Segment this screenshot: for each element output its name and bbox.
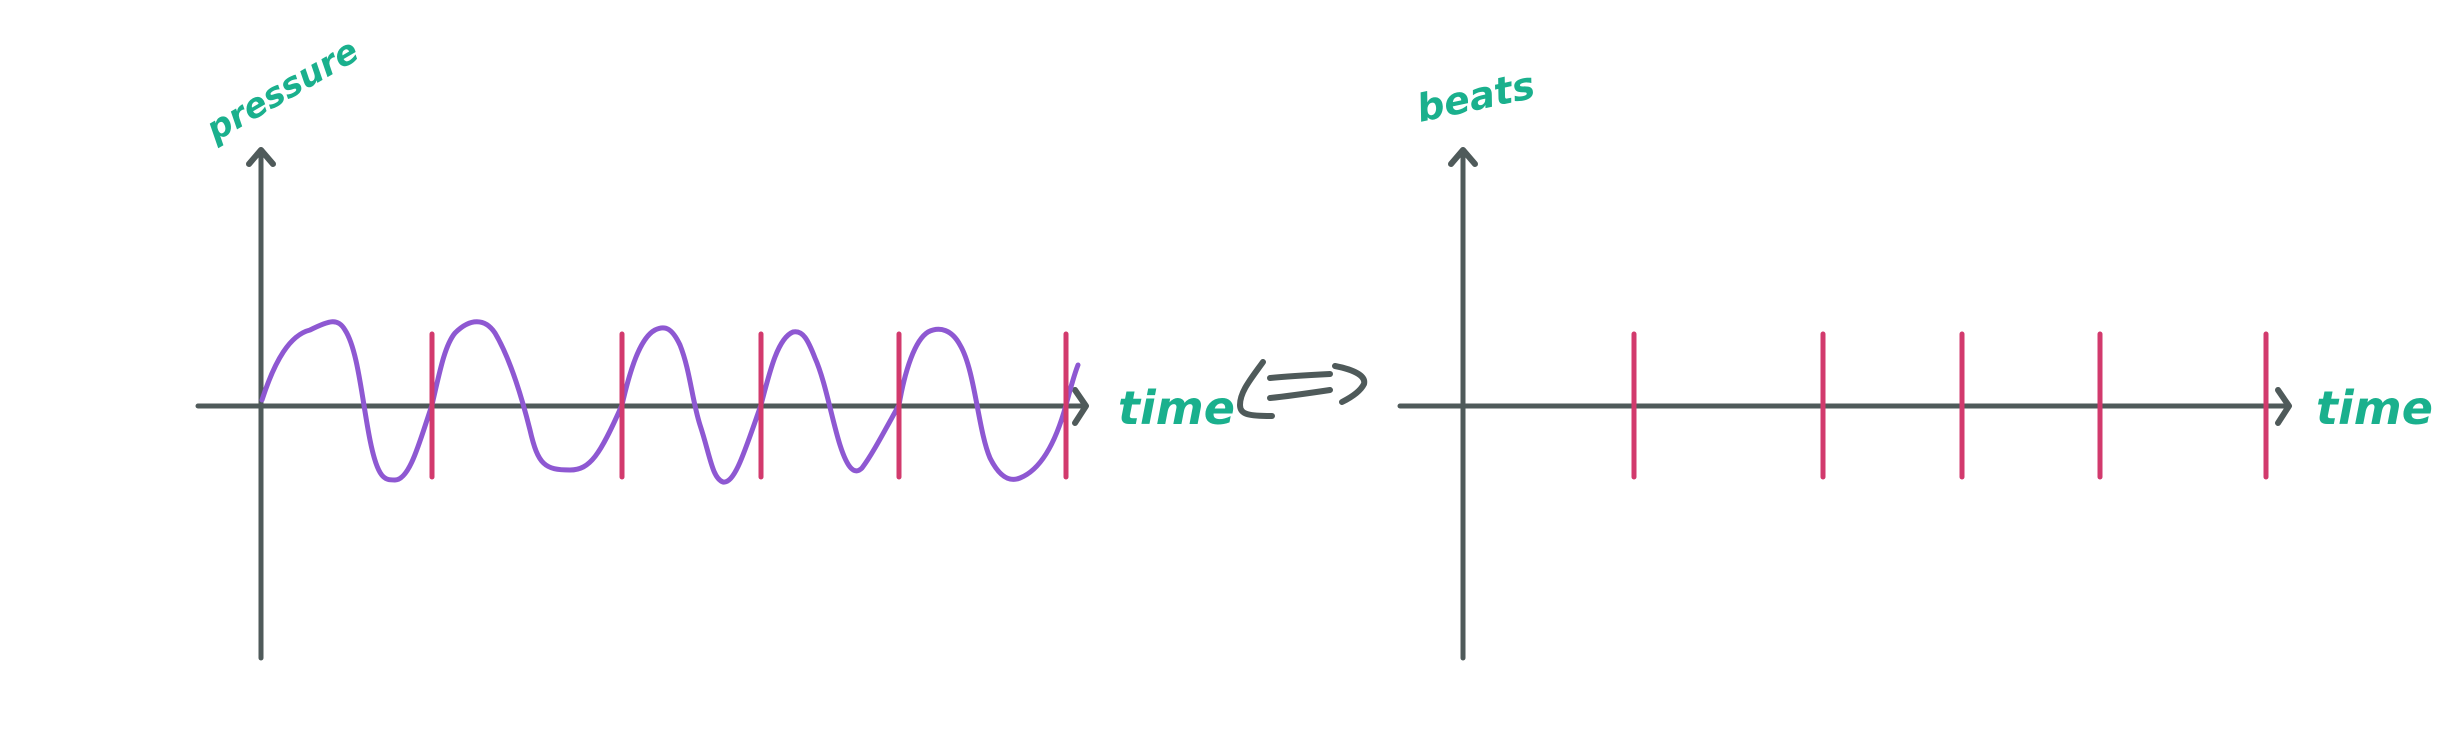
pressure-wave [259,319,1081,485]
right-arrow-icon [1072,387,1089,426]
up-arrow-icon [1448,147,1478,167]
equivalence-arrow-icon [1236,359,1368,419]
right-panel: beats time [1397,63,2433,661]
left-panel: pressure time [195,31,1235,661]
right-x-axis-label: time [2316,381,2433,435]
left-beat-markers [429,331,1069,480]
right-beat-markers [1631,331,2269,480]
left-y-axis-label: pressure [199,31,366,150]
up-arrow-icon [246,147,276,167]
left-x-axis [195,387,1089,426]
left-x-axis-label: time [1118,381,1235,435]
right-y-axis-label: beats [1413,63,1539,131]
right-x-axis [1397,387,2292,426]
right-arrow-icon [2275,387,2292,426]
